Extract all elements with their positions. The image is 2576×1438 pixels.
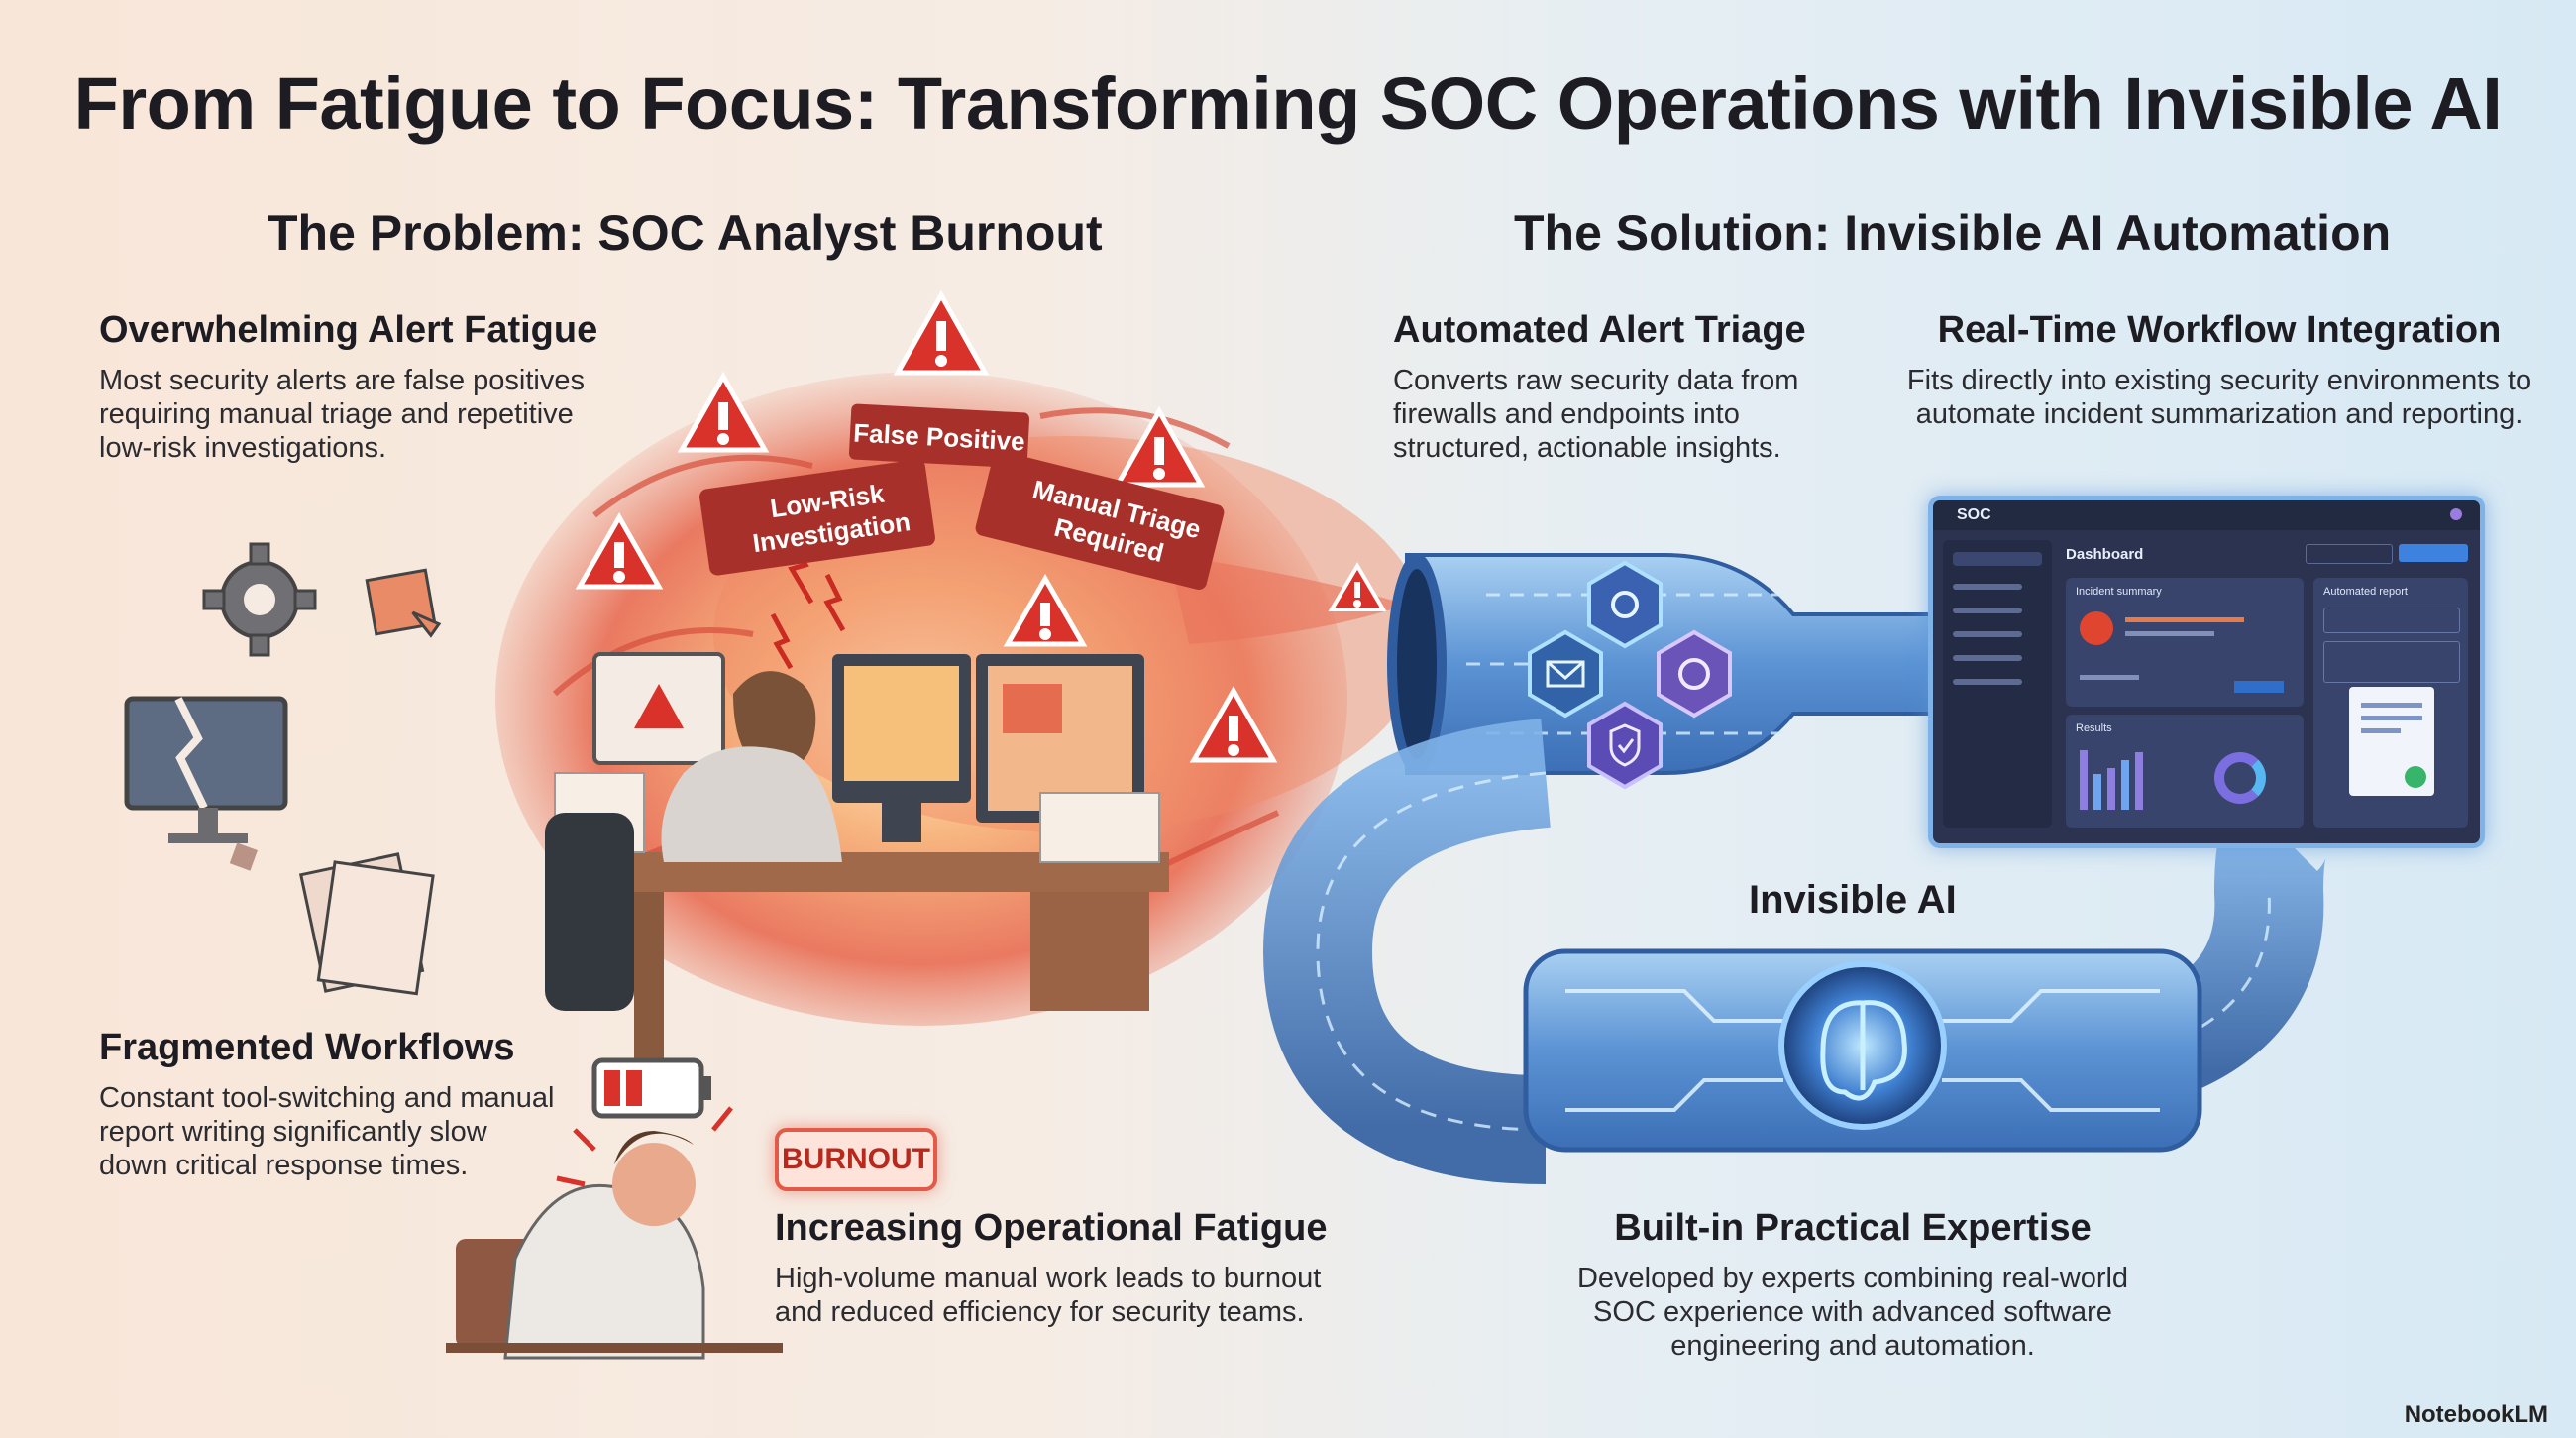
fragmented-workflows-heading: Fragmented Workflows [99,1027,515,1068]
page-title: From Fatigue to Focus: Transforming SOC … [73,62,2503,145]
alert-fatigue-heading: Overwhelming Alert Fatigue [99,309,598,351]
avatar [2450,508,2462,520]
report-document-icon [2349,687,2434,796]
workflow-integration-heading: Real-Time Workflow Integration [1937,309,2502,351]
alert-fatigue-text: Most security alerts are false positives… [99,365,585,464]
warning-triangle-icon [1328,562,1387,611]
results-label: Results [2076,722,2112,734]
operational-fatigue-text: High-volume manual work leads to burnout… [775,1263,1322,1328]
practical-expertise-heading: Built-in Practical Expertise [1614,1207,2092,1249]
exhausted-analyst-illustration [446,1106,783,1360]
results-card: Results [2066,715,2304,828]
burnout-badge: BURNOUT [775,1128,937,1191]
fragmented-workflows-block: Fragmented Workflows Constant tool-switc… [99,1027,614,1182]
operational-fatigue-block: Increasing Operational Fatigue High-volu… [775,1207,1369,1329]
alert-triage-heading: Automated Alert Triage [1393,309,1806,351]
dashboard-filter-button [2306,544,2393,564]
notebooklm-brand: NotebookLM [2404,1401,2548,1428]
dashboard-topbar: SOC [1933,500,2480,530]
alert-fatigue-block: Overwhelming Alert Fatigue Most security… [99,309,654,465]
dashboard-brand: SOC [1957,506,1991,523]
dashboard-sidebar [1943,540,2052,828]
broken-note-icon [365,568,442,638]
operational-fatigue-heading: Increasing Operational Fatigue [775,1207,1328,1249]
workflow-integration-block: Real-Time Workflow Integration Fits dire… [1902,309,2536,431]
ai-pipeline-graphic [1262,553,2327,1184]
invisible-ai-label: Invisible AI [1749,878,1957,922]
manual-triage-tag: Manual Triage Required [975,450,1225,591]
warning-triangle-icon [1189,685,1278,763]
problem-heading: The Problem: SOC Analyst Burnout [268,205,1103,261]
gear-icon [202,542,317,657]
alert-icon [2080,611,2113,645]
envelope-scan-icon [1528,629,1603,719]
fragmented-workflows-text: Constant tool-switching and manual repor… [99,1082,555,1181]
solution-heading: The Solution: Invisible AI Automation [1514,205,2392,261]
shield-check-icon [1587,701,1663,790]
workflow-integration-text: Fits directly into existing security env… [1906,365,2532,430]
low-battery-icon [591,1057,711,1119]
incident-summary-card: Incident summary [2066,578,2304,707]
warning-triangle-icon [575,511,664,590]
alert-triage-text: Converts raw security data from firewall… [1393,365,1799,464]
brain-icon [1820,1000,1907,1101]
incident-summary-label: Incident summary [2076,586,2162,598]
network-node-icon [1587,560,1663,649]
check-icon [2405,766,2426,788]
automated-report-card: Automated report [2313,578,2468,828]
dashboard-primary-button [2399,544,2468,562]
alert-triage-block: Automated Alert Triage Converts raw secu… [1393,309,1869,465]
settings-hex-icon [1657,629,1732,719]
warning-triangle-icon [893,289,990,376]
donut-chart-icon [2214,752,2266,804]
warning-triangle-icon [677,371,770,453]
false-positive-tag: False Positive [848,403,1030,469]
automated-report-label: Automated report [2323,586,2408,598]
broken-monitor-icon [124,696,288,843]
low-risk-tag: Low-Risk Investigation [699,459,935,576]
warning-triangle-icon [1003,573,1088,647]
warning-triangle-icon [1113,405,1206,488]
dashboard-title: Dashboard [2066,546,2144,563]
practical-expertise-block: Built-in Practical Expertise Developed b… [1546,1207,2160,1363]
soc-dashboard-mockup: SOC Dashboard Incident summary Results A… [1928,496,2485,848]
stressed-analyst-illustration [545,652,1169,1070]
practical-expertise-text: Developed by experts combining real-worl… [1576,1263,2129,1362]
scattered-papers-icon [229,842,435,996]
